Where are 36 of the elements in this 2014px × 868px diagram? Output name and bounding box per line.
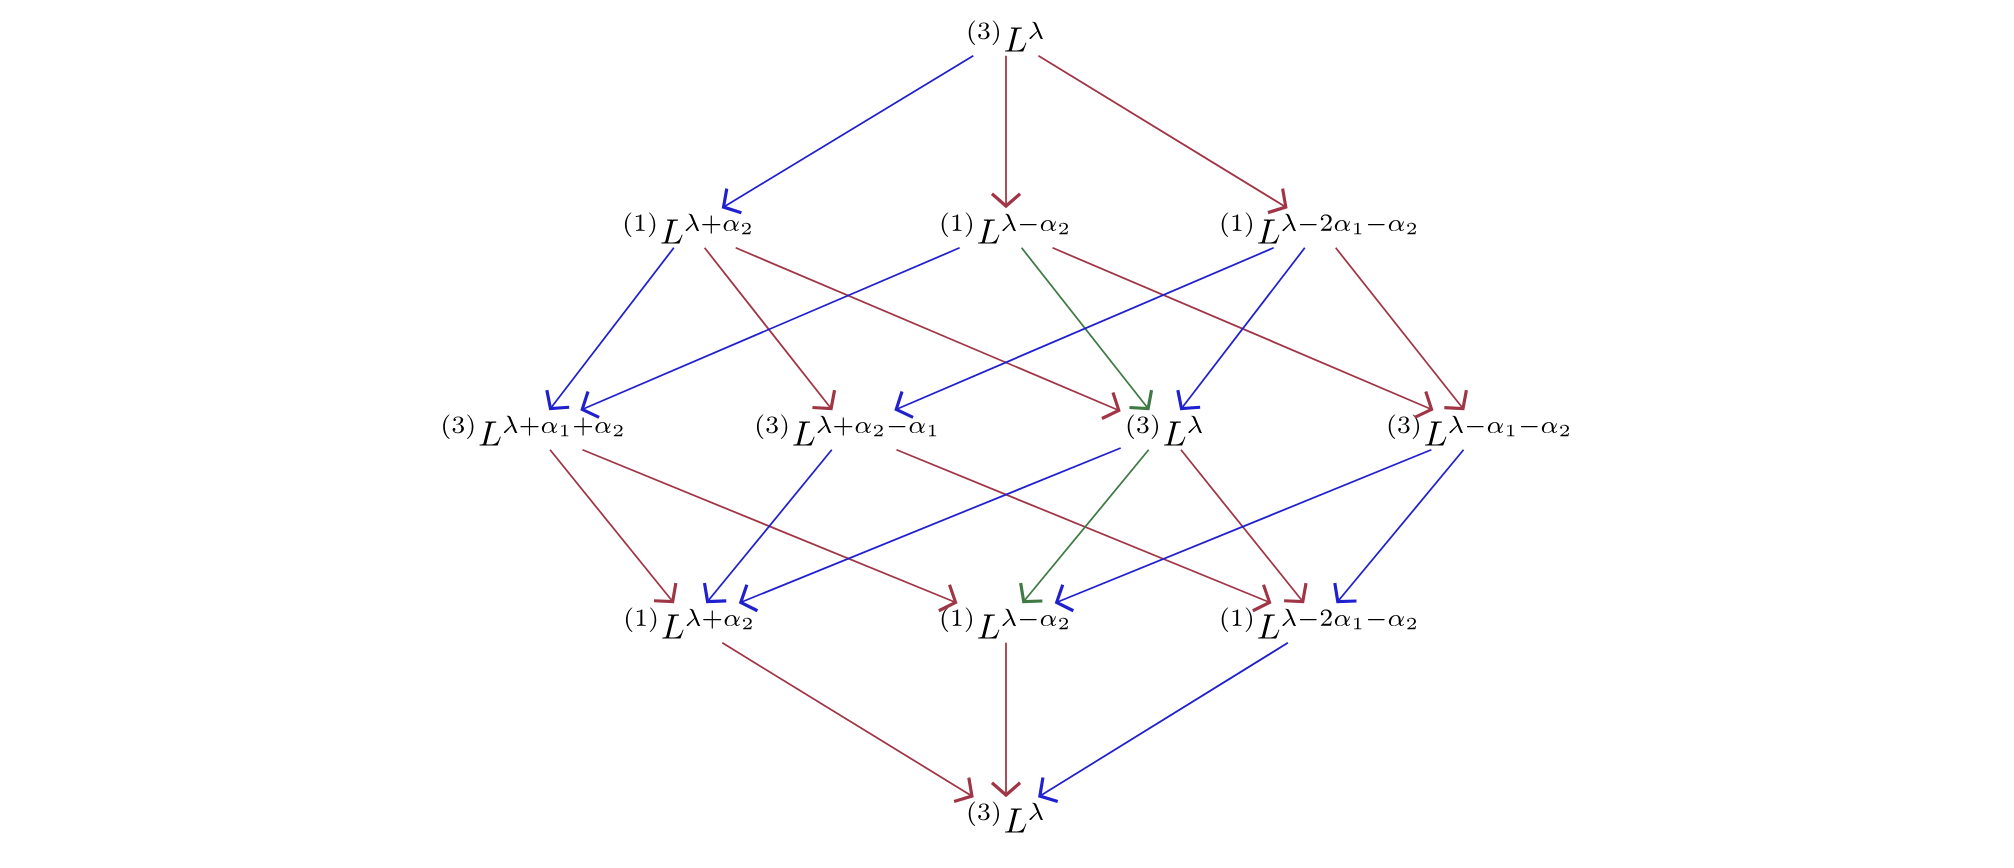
arrow: [721, 641, 974, 804]
formula-label: ${}^{(1)}L^{\lambda+\alpha_2}$: [624, 212, 751, 244]
arrow: [1051, 246, 1434, 419]
arrow: [1334, 246, 1468, 411]
arrow: [1038, 641, 1289, 804]
arrow: [1037, 54, 1288, 215]
arrow: [1054, 448, 1433, 613]
arrow: [1019, 448, 1150, 604]
formula-label: ${}^{(3)}L^{\lambda+\alpha_2-\alpha_1}$: [756, 414, 937, 446]
arrow: [1176, 246, 1306, 411]
formula-label: ${}^{(1)}L^{\lambda+\alpha_2}$: [625, 607, 752, 639]
arrow: [990, 54, 1022, 209]
arrow: [721, 54, 975, 215]
arrow: [703, 246, 837, 411]
formula-label: ${}^{(3)}L^{\lambda}$: [968, 801, 1043, 833]
arrow: [734, 246, 1121, 420]
formula-label: ${}^{(1)}L^{\lambda-2\alpha_1-\alpha_2}$: [1221, 212, 1416, 244]
arrow: [894, 246, 1275, 419]
arrow: [702, 448, 833, 604]
arrow: [738, 447, 1122, 613]
arrow: [549, 448, 678, 604]
arrow: [990, 641, 1022, 798]
arrow: [895, 448, 1272, 613]
arrow: [1020, 246, 1154, 411]
formula-label: ${}^{(3)}L^{\lambda+\alpha_1+\alpha_2}$: [443, 414, 623, 446]
arrow: [1180, 448, 1308, 604]
arrow: [580, 246, 961, 419]
formula-label: ${}^{(3)}L^{\lambda}$: [968, 20, 1043, 52]
formula-label: ${}^{(3)}L^{\lambda-\alpha_1-\alpha_2}$: [1388, 414, 1569, 446]
arrow: [1333, 448, 1465, 604]
formula-label: ${}^{(3)}L^{\lambda}$: [1127, 414, 1202, 446]
formula-label: ${}^{(1)}L^{\lambda-\alpha_2}$: [941, 212, 1068, 244]
formula-label: ${}^{(1)}L^{\lambda-2\alpha_1-\alpha_2}$: [1221, 607, 1416, 639]
formula-label: ${}^{(1)}L^{\lambda-\alpha_2}$: [941, 607, 1068, 639]
arrow: [581, 448, 958, 613]
arrow: [545, 246, 675, 411]
